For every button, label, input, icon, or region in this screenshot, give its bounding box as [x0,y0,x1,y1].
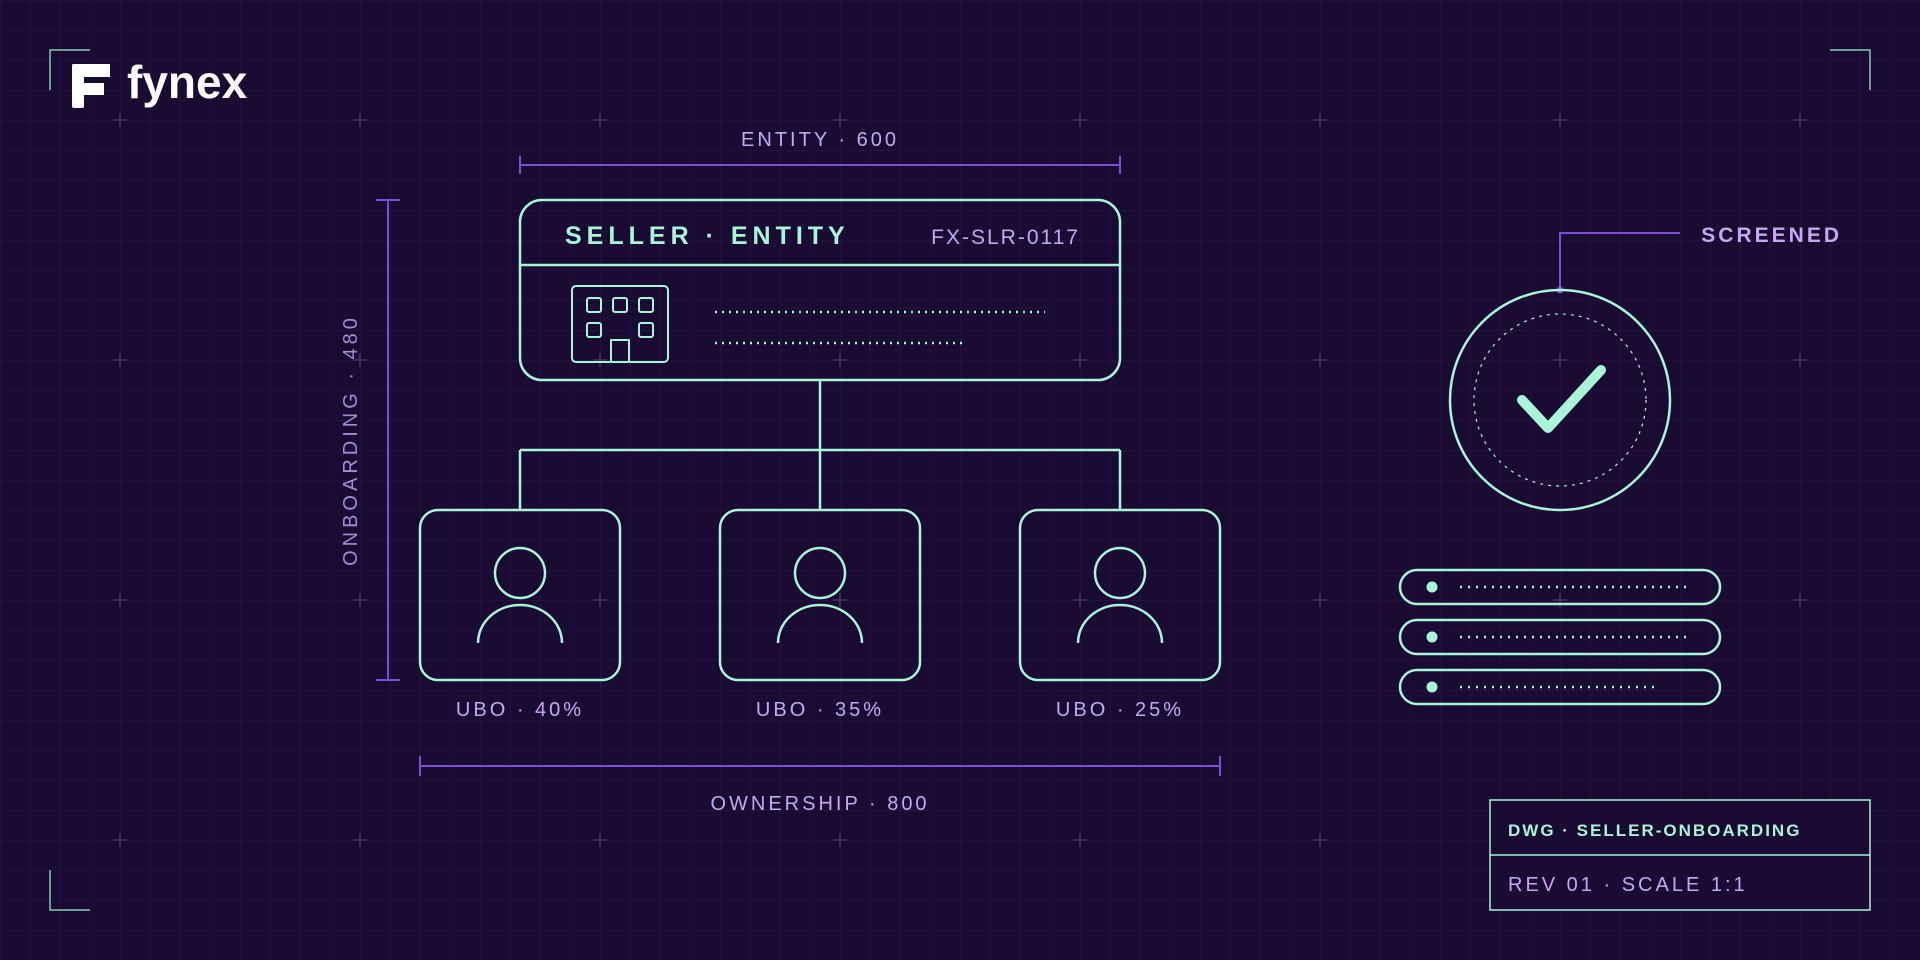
badge-outer-ring [1448,288,1672,512]
registration-cross [1553,113,1567,127]
title-block: DWG · SELLER-ONBOARDING REV 01 · SCALE 1… [1489,799,1871,911]
registration-cross [353,353,367,367]
corner-mark-top-left [49,49,90,90]
registration-cross [113,833,127,847]
checklist-item [1398,668,1722,706]
screening-status: SCREENED [1701,224,1842,247]
registration-cross [1793,113,1807,127]
building-icon [571,285,669,363]
registration-cross [1073,593,1087,607]
screening-leader-line [1559,232,1680,290]
registration-cross [1793,353,1807,367]
title-block-drawing: DWG · SELLER-ONBOARDING [1508,821,1801,840]
registration-cross [353,833,367,847]
registration-cross [353,593,367,607]
person-icon [476,546,564,644]
registration-cross [1553,353,1567,367]
registration-cross [1313,833,1327,847]
checklist [1398,568,1722,706]
title-block-revision: REV 01 · SCALE 1:1 [1508,874,1748,896]
owner-card-2: UBO · 35% [718,508,922,721]
registration-cross [1073,353,1087,367]
seller-entity-card: SELLER · ENTITY FX-SLR-0117 [518,198,1122,382]
entity-dimension-label: ENTITY · 600 [741,129,899,151]
registration-cross [353,113,367,127]
entity-card-title: SELLER · ENTITY [565,222,850,250]
registration-cross [1313,353,1327,367]
owner-label: UBO · 25% [1056,699,1184,721]
registration-crosses [113,113,1807,847]
owner-card-3: UBO · 25% [1018,508,1222,721]
onboarding-dimension-line [376,199,400,681]
bullet-icon [1426,631,1438,643]
ownership-connectors [518,380,1122,510]
fynex-logo: fynex [72,56,248,108]
registration-cross [113,113,127,127]
entity-card-code: FX-SLR-0117 [931,226,1080,249]
ownership-dimension: OWNERSHIP · 800 [419,756,1221,815]
person-icon [1076,546,1164,644]
registration-cross [1073,113,1087,127]
registration-cross [113,593,127,607]
screening-badge: SCREENED [1448,224,1842,512]
person-icon [776,546,864,644]
registration-cross [593,353,607,367]
registration-cross [1313,113,1327,127]
checklist-item [1398,568,1722,606]
ownership-dimension-label: OWNERSHIP · 800 [710,793,929,815]
owner-label: UBO · 40% [456,699,584,721]
registration-cross [1313,593,1327,607]
entity-dimension: ENTITY · 600 [519,129,1121,174]
registration-cross [593,833,607,847]
registration-cross [833,113,847,127]
registration-cross [833,593,847,607]
registration-cross [833,833,847,847]
registration-cross [593,113,607,127]
bullet-icon [1426,581,1438,593]
onboarding-dimension-label: ONBOARDING · 480 [340,314,362,566]
check-icon [1517,365,1606,433]
logo-wordmark: fynex [127,56,248,108]
corner-mark-bottom-left [49,870,90,911]
corner-mark-top-right [1830,49,1871,90]
registration-cross [1073,833,1087,847]
logo-mark-icon [72,64,110,108]
owner-card-1: UBO · 40% [418,508,622,721]
badge-inner-ring [1473,313,1647,487]
corner-marks [49,49,1871,911]
registration-cross [593,593,607,607]
ownership-dimension-line [419,756,1221,776]
onboarding-dimension: ONBOARDING · 480 [340,199,400,681]
entity-dimension-line [519,156,1121,174]
bullet-icon [1426,681,1438,693]
registration-cross [113,353,127,367]
registration-cross [1793,593,1807,607]
registration-cross [833,353,847,367]
checklist-item [1398,618,1722,656]
owner-label: UBO · 35% [756,699,884,721]
